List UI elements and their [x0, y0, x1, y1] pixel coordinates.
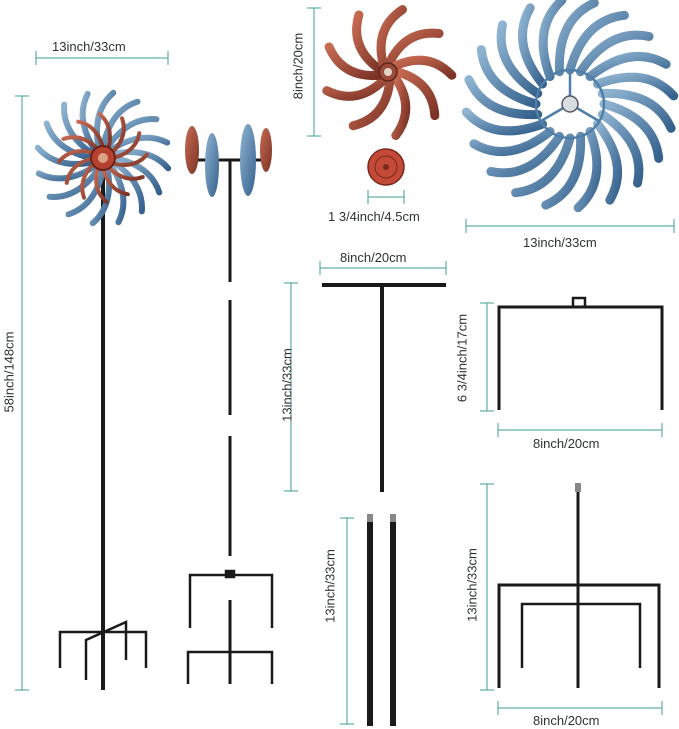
- mainRotor-blade: [94, 164, 109, 204]
- mainRotor-blade: [109, 152, 149, 167]
- bracket-width-label: 8inch/20cm: [533, 436, 600, 451]
- mainRotor-blade: [111, 131, 142, 160]
- largeRotor-blade: [511, 133, 575, 198]
- small-spinner-height-label: 8inch/20cm: [290, 32, 306, 100]
- base-stake-height-label: 13inch/33cm: [464, 548, 480, 622]
- mainRotor-blade: [112, 155, 163, 196]
- side-blades: [185, 124, 272, 197]
- largeRotor-blade: [593, 119, 623, 205]
- smallRotor-blade: [348, 77, 395, 131]
- mainRotor-blade: [100, 98, 141, 149]
- t-bar-height-label: 13inch/33cm: [279, 348, 295, 422]
- smallRotor-blade: [376, 5, 407, 68]
- largeRotor-blade: [576, 30, 654, 77]
- mainRotor-blade: [109, 116, 126, 155]
- top-width-label: 13inch/33cm: [52, 39, 126, 54]
- t-bar-part: [322, 283, 446, 492]
- mainRotor-blade: [106, 164, 145, 181]
- main-rotor: [34, 89, 172, 227]
- smallRotor-blade: [322, 76, 388, 101]
- largeRotor-blade: [538, 0, 567, 81]
- base-stake-width-label: 8inch/20cm: [533, 713, 600, 728]
- pole-segments: [367, 520, 396, 726]
- largeRotor-blade: [565, 10, 629, 75]
- largeRotor-blade: [517, 3, 547, 89]
- largeRotor-blade: [593, 72, 679, 101]
- largeRotor-blade: [554, 0, 599, 77]
- smallRotor-blade: [393, 67, 440, 121]
- bracket-height-label: 6 3/4inch/17cm: [454, 313, 470, 403]
- smallRotor-blade: [391, 73, 411, 140]
- largeRotor-blade: [464, 75, 543, 120]
- largeRotor-blade: [476, 45, 541, 109]
- largeRotor-blade: [486, 131, 564, 178]
- bracket-part: [497, 296, 664, 410]
- dimension-lines: [15, 7, 675, 725]
- small-spinner: [322, 5, 457, 140]
- mainRotor-blade: [43, 120, 94, 161]
- largeRotor-blade: [599, 99, 664, 163]
- largeRotor-blade: [541, 131, 586, 210]
- base-stake-part: [497, 488, 661, 688]
- smallRotor-blade: [324, 42, 384, 81]
- largeRotor-blade: [597, 110, 644, 188]
- large-spinner: [461, 0, 679, 213]
- large-spinner-width-label: 13inch/33cm: [523, 235, 597, 250]
- mainRotor-blade: [61, 135, 100, 152]
- mainRotor-blade: [97, 112, 112, 152]
- side-view-spinner: [185, 124, 274, 684]
- mainRotor-blade: [64, 156, 95, 185]
- smallRotor-blade: [385, 28, 444, 67]
- largeRotor-blade: [496, 20, 543, 98]
- mainRotor-blade: [57, 149, 97, 164]
- mainRotor-blade: [65, 167, 106, 218]
- largeRotor-blade: [469, 127, 555, 157]
- mainRotor-blade: [101, 166, 130, 197]
- t-bar-width-label: 8inch/20cm: [340, 250, 407, 265]
- mainRotor-blade: [80, 161, 97, 200]
- largeRotor-blade: [585, 51, 671, 81]
- largeRotor-blade: [461, 107, 547, 136]
- largeRotor-blade: [597, 88, 676, 133]
- center-cap-label: 1 3/4inch/4.5cm: [328, 209, 420, 224]
- smallRotor-blade: [391, 55, 457, 80]
- smallRotor-blade: [352, 10, 384, 74]
- largeRotor-blade: [573, 127, 602, 213]
- assembled-wind-spinner: [34, 89, 172, 690]
- total-height-label: 58inch/148cm: [1, 331, 17, 413]
- center-cap: [367, 148, 405, 186]
- pole-height-label: 13inch/33cm: [322, 549, 338, 623]
- mainRotor-blade: [76, 119, 105, 150]
